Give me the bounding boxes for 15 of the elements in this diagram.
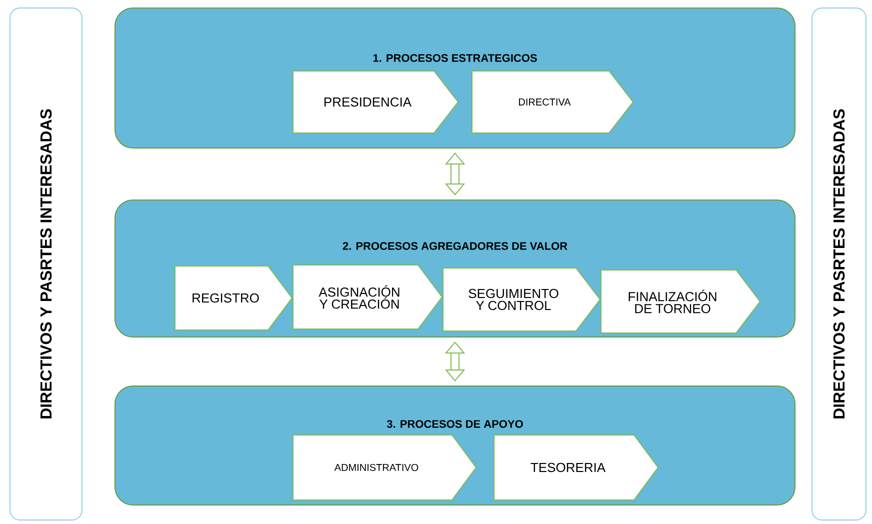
double-arrow [444, 342, 466, 382]
chevron-step: ADMINISTRATIVO [292, 434, 477, 500]
double-arrow [444, 152, 466, 196]
chevron-step: DIRECTIVA [472, 70, 634, 134]
band-heading: 3. PROCESOS DE APOYO [386, 420, 523, 428]
chevron-step: ASIGNACIÓN Y CREACIÓN [292, 264, 443, 330]
band-heading: 2. PROCESOS AGREGADORES DE VALOR [342, 242, 568, 250]
chevron-step: FINALIZACIÓN DE TORNEO [600, 270, 761, 334]
side-panel: DIRECTIVOS Y PASRTES INTERESADAS [10, 8, 82, 520]
chevron-step: TESORERIA [494, 434, 659, 500]
band-heading: 1. PROCESOS ESTRATEGICOS [373, 54, 537, 62]
chevron-step: REGISTRO [174, 266, 293, 330]
side-panel: DIRECTIVOS Y PASRTES INTERESADAS [812, 8, 866, 520]
chevron-step: SEGUIMIENTO Y CONTROL [442, 268, 601, 332]
chevron-step: PRESIDENCIA [292, 70, 459, 134]
